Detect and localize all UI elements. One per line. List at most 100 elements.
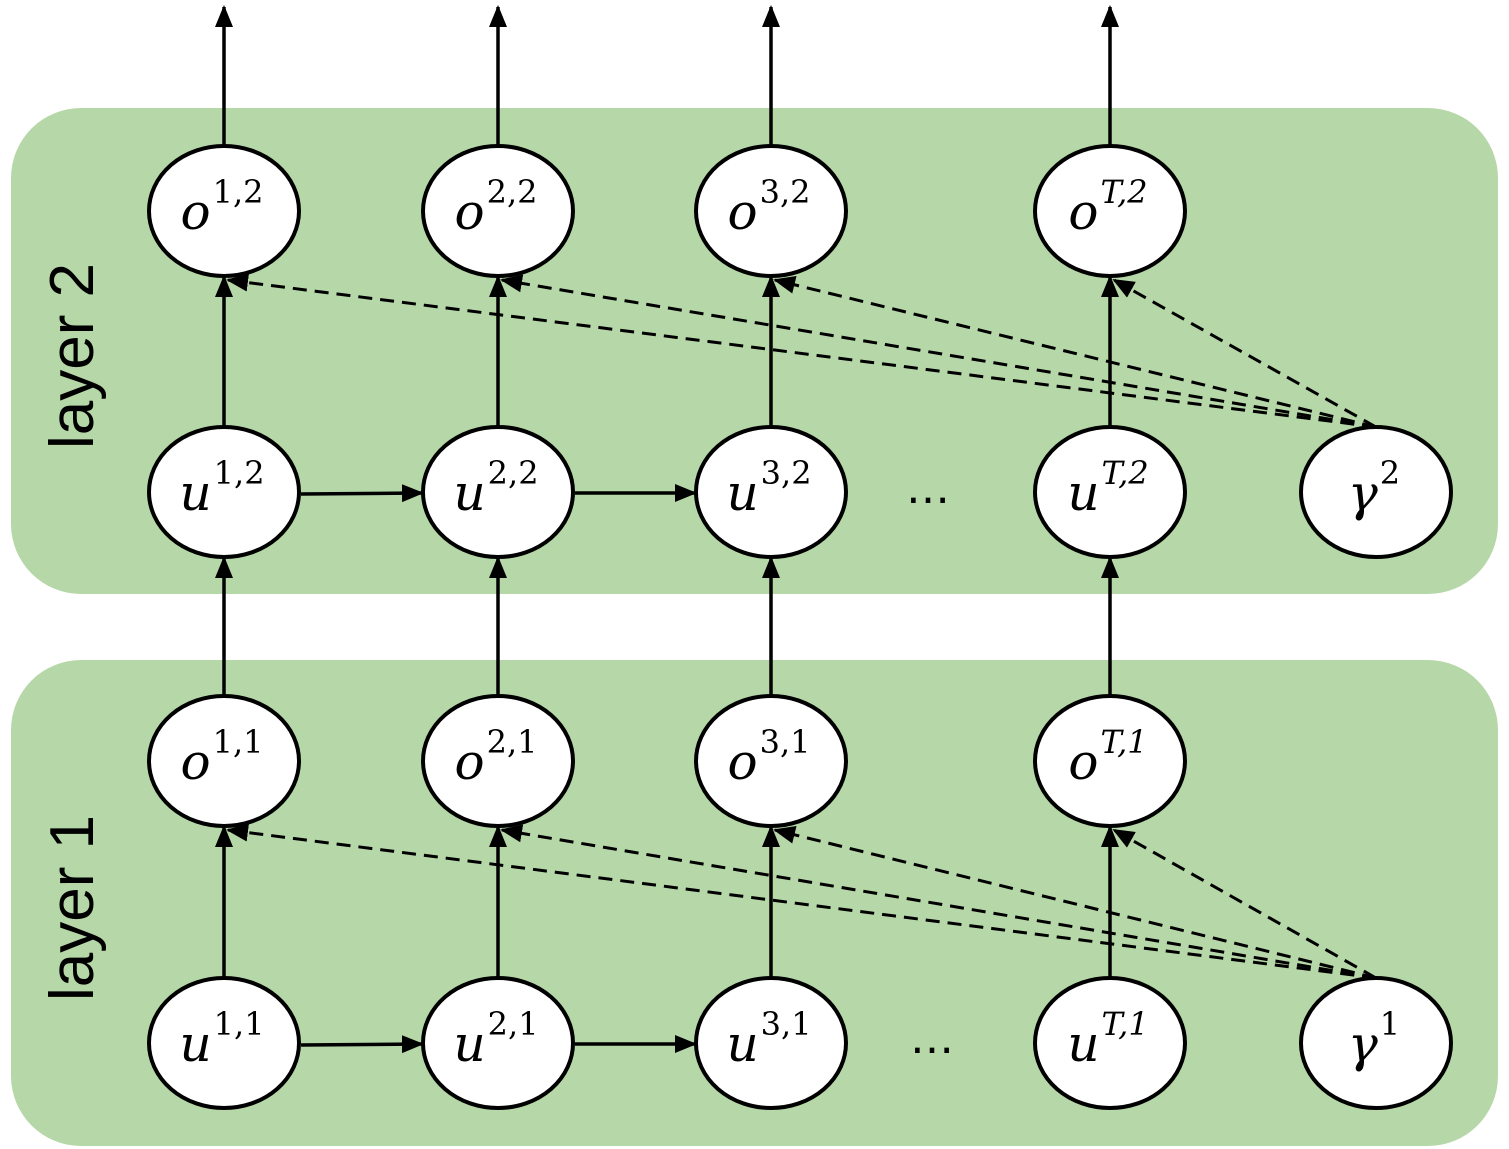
node-ellipse xyxy=(694,694,848,828)
node-ellipse xyxy=(421,694,575,828)
edge-gamma-1-to-o2-1 xyxy=(500,824,1377,980)
edge-gamma-1-to-oT-1 xyxy=(1112,828,1377,980)
node-superscript: T,2 xyxy=(1100,173,1147,211)
node-ellipse xyxy=(694,425,848,559)
node-superscript: 1,2 xyxy=(213,173,264,211)
edges xyxy=(215,5,1377,1054)
edge-gamma-2-to-oT-2 xyxy=(1112,278,1377,429)
node-ellipse xyxy=(1033,976,1187,1110)
ellipsis-layer-1: … xyxy=(910,1013,954,1064)
node-base-symbol: u xyxy=(179,464,211,522)
node-ellipse xyxy=(1033,694,1187,828)
node-label: oT,2 xyxy=(1068,173,1147,241)
node-ellipse xyxy=(1033,144,1187,278)
node-u-T-2: uT,2 xyxy=(1033,425,1187,559)
edge-u1-to-u2-layer-1 xyxy=(300,1035,424,1054)
node-base-symbol: o xyxy=(1068,733,1098,791)
node-base-symbol: u xyxy=(726,464,758,522)
node-ellipse xyxy=(147,976,301,1110)
layer-1-label: layer 1 xyxy=(38,815,107,1001)
node-label: u3,2 xyxy=(726,454,811,522)
node-gamma-2: γ2 xyxy=(1299,425,1453,559)
node-label: uT,2 xyxy=(1067,454,1148,522)
node-label: uT,1 xyxy=(1067,1005,1148,1073)
node-ellipse xyxy=(147,144,301,278)
node-base-symbol: o xyxy=(1068,183,1098,241)
node-label: o1,2 xyxy=(181,173,264,241)
node-superscript: 1,1 xyxy=(213,723,264,761)
node-ellipse xyxy=(1033,425,1187,559)
node-base-symbol: u xyxy=(1067,464,1099,522)
node-ellipse xyxy=(421,144,575,278)
node-base-symbol: o xyxy=(455,183,485,241)
ellipsis-layer-2: … xyxy=(906,463,950,514)
node-o-2-1: o2,1 xyxy=(421,694,575,828)
node-base-symbol: u xyxy=(179,1015,211,1073)
node-label: o1,1 xyxy=(181,723,264,791)
node-ellipse xyxy=(694,144,848,278)
node-superscript: T,1 xyxy=(1100,723,1147,761)
node-superscript: 1,1 xyxy=(214,1005,265,1043)
node-label: u1,1 xyxy=(179,1005,264,1073)
node-superscript: 2 xyxy=(1380,454,1400,492)
edge-gamma-2-to-o1-2 xyxy=(226,273,1377,429)
node-base-symbol: u xyxy=(1067,1015,1099,1073)
node-superscript: 3,1 xyxy=(760,723,811,761)
node-superscript: 3,2 xyxy=(760,173,811,211)
node-superscript: 2,1 xyxy=(488,1005,539,1043)
node-label: γ1 xyxy=(1348,1005,1400,1073)
node-label: o3,1 xyxy=(728,723,811,791)
node-superscript: 2,1 xyxy=(487,723,538,761)
node-ellipse xyxy=(694,976,848,1110)
node-label: u3,1 xyxy=(726,1005,811,1073)
node-label: u1,2 xyxy=(179,454,264,522)
node-base-symbol: u xyxy=(453,464,485,522)
node-u-1-1: u1,1 xyxy=(147,976,301,1110)
node-base-symbol: o xyxy=(181,183,211,241)
node-label: u2,1 xyxy=(453,1005,538,1073)
node-superscript: 2,2 xyxy=(487,173,538,211)
node-label: o2,2 xyxy=(455,173,538,241)
node-o-3-2: o3,2 xyxy=(694,144,848,278)
node-ellipse xyxy=(1299,976,1453,1110)
node-gamma-1: γ1 xyxy=(1299,976,1453,1110)
node-u-3-1: u3,1 xyxy=(694,976,848,1110)
node-ellipse xyxy=(147,694,301,828)
node-superscript: 1 xyxy=(1380,1005,1400,1043)
edge-gamma-2-to-o3-2 xyxy=(773,276,1377,429)
node-label: u2,2 xyxy=(453,454,538,522)
node-u-2-2: u2,2 xyxy=(421,425,575,559)
node-superscript: 1,2 xyxy=(214,454,265,492)
node-ellipse xyxy=(147,425,301,559)
node-o-1-1: o1,1 xyxy=(147,694,301,828)
node-superscript: 3,2 xyxy=(761,454,812,492)
node-o-3-1: o3,1 xyxy=(694,694,848,828)
node-base-symbol: o xyxy=(728,733,758,791)
edge-gamma-2-to-o2-2 xyxy=(500,274,1377,429)
node-base-symbol: o xyxy=(181,733,211,791)
node-base-symbol: u xyxy=(453,1015,485,1073)
node-label: o2,1 xyxy=(455,723,538,791)
node-o-T-2: oT,2 xyxy=(1033,144,1187,278)
node-label: o3,2 xyxy=(728,173,811,241)
layer-2-label: layer 2 xyxy=(38,263,107,449)
node-ellipse xyxy=(421,976,575,1110)
node-o-T-1: oT,1 xyxy=(1033,694,1187,828)
edge-gamma-1-to-o1-1 xyxy=(226,823,1377,980)
node-o-2-2: o2,2 xyxy=(421,144,575,278)
node-label: oT,1 xyxy=(1068,723,1147,791)
node-ellipse xyxy=(421,425,575,559)
node-base-symbol: γ xyxy=(1348,464,1378,522)
node-u-T-1: uT,1 xyxy=(1033,976,1187,1110)
node-o-1-2: o1,2 xyxy=(147,144,301,278)
node-superscript: T,2 xyxy=(1102,454,1149,492)
node-u-3-2: u3,2 xyxy=(694,425,848,559)
node-base-symbol: γ xyxy=(1348,1015,1378,1073)
node-superscript: 3,1 xyxy=(761,1005,812,1043)
node-base-symbol: o xyxy=(455,733,485,791)
node-base-symbol: o xyxy=(728,183,758,241)
node-ellipse xyxy=(1299,425,1453,559)
node-u-2-1: u2,1 xyxy=(421,976,575,1110)
